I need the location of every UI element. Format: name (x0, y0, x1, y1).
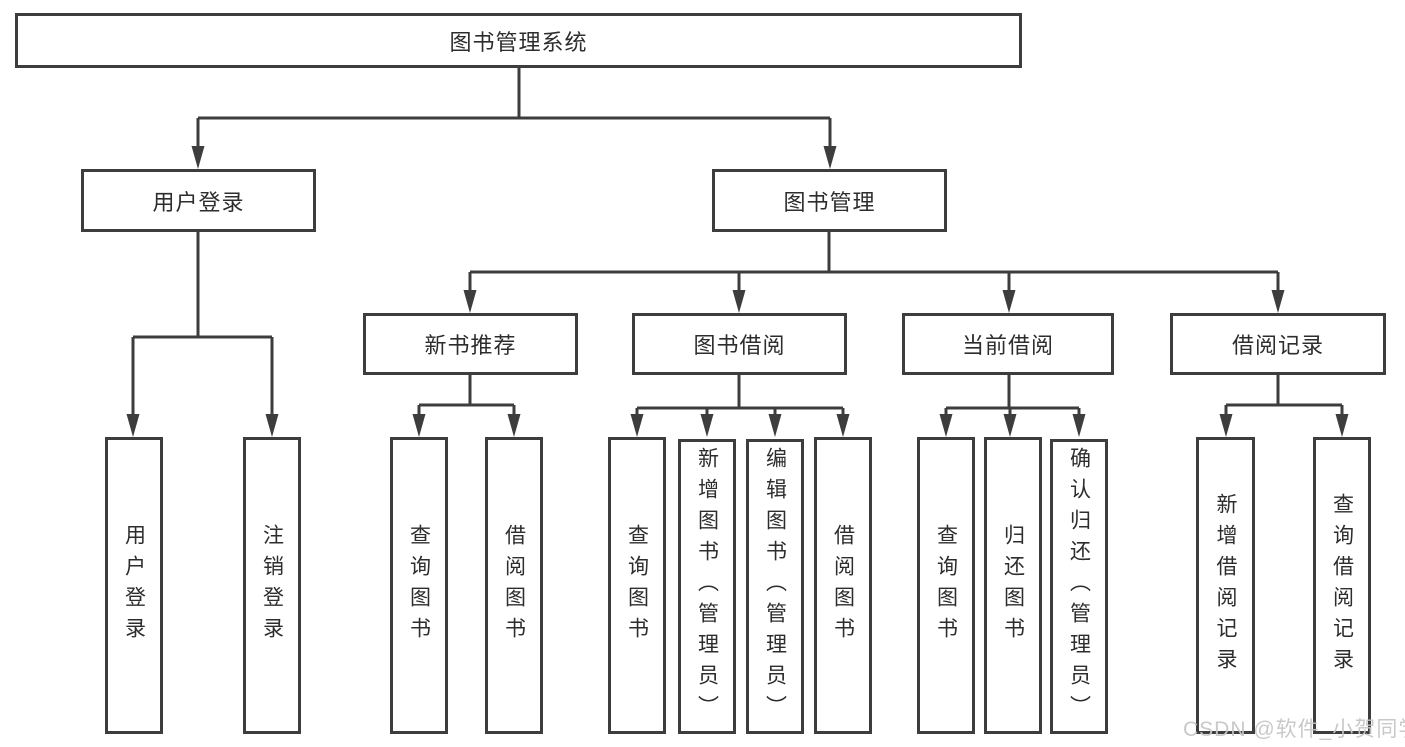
leaf-bb-borrow-books: 借阅图书 (814, 437, 872, 734)
leaf-nbr-query-books: 查询图书 (390, 437, 448, 734)
leaf-nbr-borrow-books: 借阅图书 (485, 437, 543, 734)
node-new-book-recommendation: 新书推荐 (363, 313, 578, 375)
leaf-bb-edit-books-admin: 编辑图书（管理员） (746, 439, 804, 734)
leaf-cb-return-books: 归还图书 (984, 437, 1042, 734)
node-root-library-management-system: 图书管理系统 (15, 13, 1022, 68)
node-current-borrowing: 当前借阅 (902, 313, 1114, 375)
leaf-br-query-record: 查询借阅记录 (1313, 437, 1371, 734)
leaf-bb-query-books: 查询图书 (608, 437, 666, 734)
leaf-br-add-record: 新增借阅记录 (1196, 437, 1255, 734)
csdn-watermark: CSDN @软件_小贺同学 (1183, 718, 1405, 741)
leaf-cb-query-books: 查询图书 (917, 437, 975, 734)
leaf-logout: 注销登录 (243, 437, 301, 734)
node-book-management-branch: 图书管理 (712, 169, 947, 232)
leaf-cb-confirm-return-admin: 确认归还（管理员） (1050, 439, 1108, 734)
leaf-bb-add-books-admin: 新增图书（管理员） (678, 439, 736, 734)
node-borrowing-records: 借阅记录 (1170, 313, 1386, 375)
leaf-user-login: 用户登录 (105, 437, 163, 734)
node-book-borrowing: 图书借阅 (632, 313, 847, 375)
node-user-login-branch: 用户登录 (81, 169, 316, 232)
